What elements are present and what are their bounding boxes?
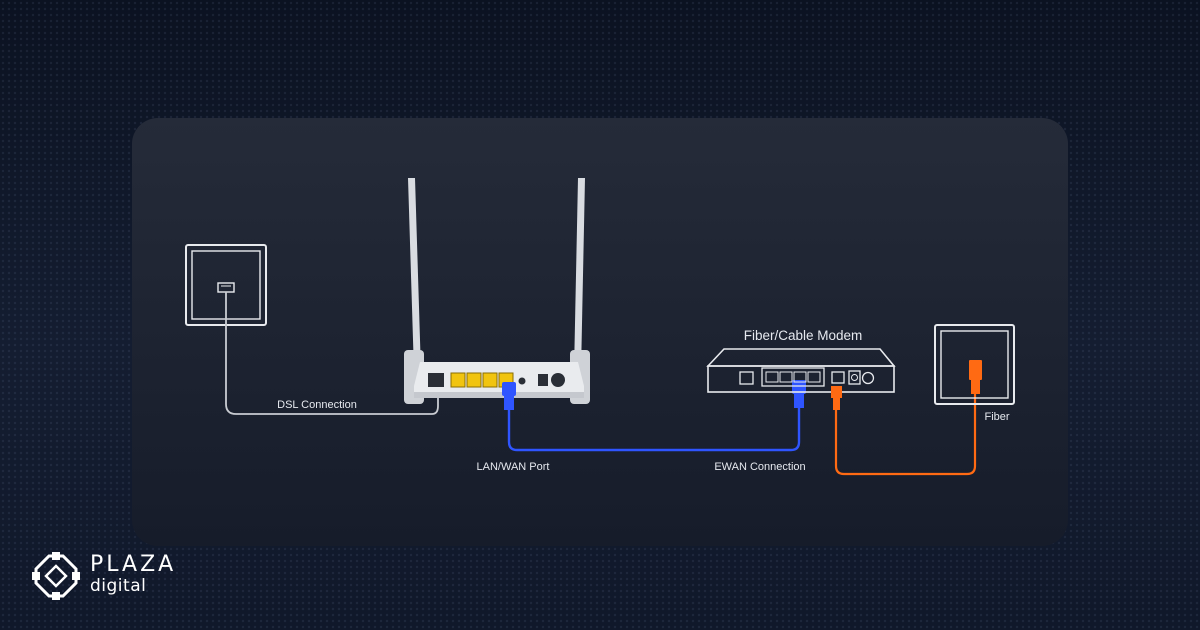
router [404, 178, 590, 404]
dsl-cable [225, 292, 439, 415]
fiber-label: Fiber [984, 411, 1009, 423]
fiber-wall-socket [934, 324, 1015, 405]
router-antenna-left [408, 178, 421, 372]
phone-jack-icon [217, 282, 235, 293]
plaza-digital-logo-icon [32, 552, 80, 600]
lan-wan-port-label: LAN/WAN Port [477, 461, 550, 473]
brand-subtitle: digital [90, 576, 147, 596]
blue-ethernet-cable [502, 380, 806, 452]
dsl-connection-label: DSL Connection [277, 399, 357, 411]
fiber-cable-modem [706, 348, 896, 393]
ewan-connection-label: EWAN Connection [714, 461, 805, 473]
router-antenna-right [574, 178, 585, 372]
brand-name: PLAZA [90, 552, 177, 577]
orange-fiber-cable [831, 360, 982, 476]
brand-logo: PLAZA digital [30, 548, 190, 608]
modem-title-label: Fiber/Cable Modem [744, 328, 863, 343]
